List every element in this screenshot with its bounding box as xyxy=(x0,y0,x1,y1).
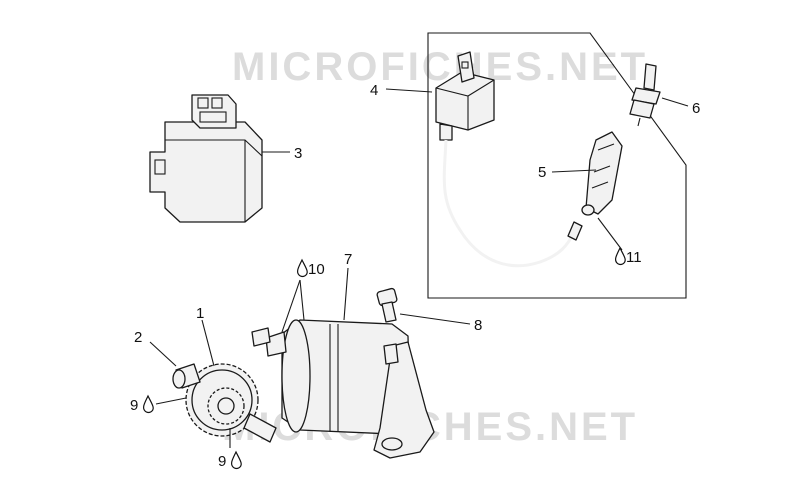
callout-6: 6 xyxy=(692,100,700,117)
ignition-coil xyxy=(435,51,583,268)
starter-motor xyxy=(251,319,435,459)
callout-4: 4 xyxy=(370,82,378,99)
callout-2: 2 xyxy=(134,329,142,346)
starter-gear xyxy=(185,363,259,437)
cdi-unit xyxy=(149,94,263,223)
watermark-top: MICROFICHES.NET xyxy=(232,45,648,89)
callout-5: 5 xyxy=(538,164,546,181)
callout-7: 7 xyxy=(344,251,352,268)
oil-drop-icon xyxy=(296,258,308,278)
oil-drop-icon xyxy=(230,450,242,470)
callout-11: 11 xyxy=(626,249,642,266)
spark-plug-cap xyxy=(581,131,623,216)
callout-9a: 9 xyxy=(130,397,138,414)
callout-10: 10 xyxy=(308,261,325,278)
oil-drop-icon xyxy=(142,394,154,414)
callout-1: 1 xyxy=(196,305,204,322)
bushing xyxy=(172,363,201,389)
callout-9b: 9 xyxy=(218,453,226,470)
callout-8: 8 xyxy=(474,317,482,334)
screw xyxy=(376,287,398,323)
pin xyxy=(243,413,277,443)
leader-lines xyxy=(149,88,689,448)
ignition-group-frame xyxy=(427,32,687,299)
callout-3: 3 xyxy=(294,145,302,162)
oil-drop-icon xyxy=(614,246,626,266)
spark-plug xyxy=(629,63,661,127)
